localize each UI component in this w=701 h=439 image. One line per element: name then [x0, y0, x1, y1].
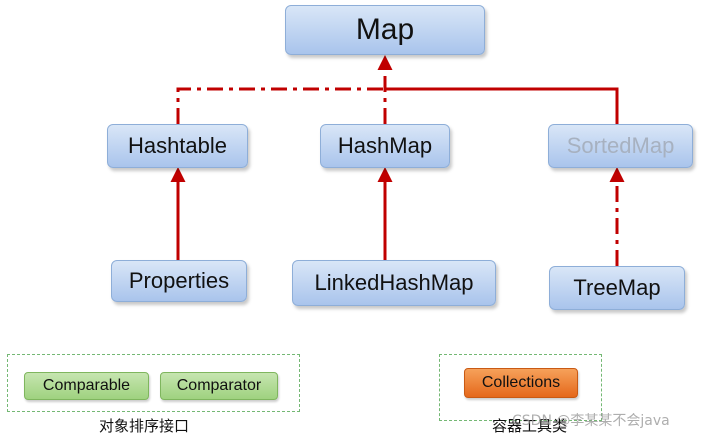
sortedmap-to-map-link: [385, 87, 619, 124]
hashmap-node: HashMap: [320, 124, 450, 168]
hashtable-node: Hashtable: [107, 124, 248, 168]
collections-tag: Collections: [464, 368, 578, 398]
sortedmap-node: SortedMap: [548, 124, 693, 168]
treemap-node: TreeMap: [549, 266, 685, 310]
watermark: CSDN @李某某不会java: [512, 413, 670, 429]
properties-node: Properties: [111, 260, 247, 302]
sorting-interfaces-group: [7, 354, 300, 412]
container-tools-group: [439, 354, 602, 421]
tools-group-caption: 容器工具类: [492, 417, 568, 435]
hashtable-to-map-link: [176, 87, 385, 124]
map-node: Map: [285, 5, 485, 55]
comparable-tag: Comparable: [24, 372, 149, 400]
sorting-group-caption: 对象排序接口: [99, 417, 190, 435]
comparator-tag: Comparator: [160, 372, 278, 400]
linkedhashmap-node: LinkedHashMap: [292, 260, 496, 306]
